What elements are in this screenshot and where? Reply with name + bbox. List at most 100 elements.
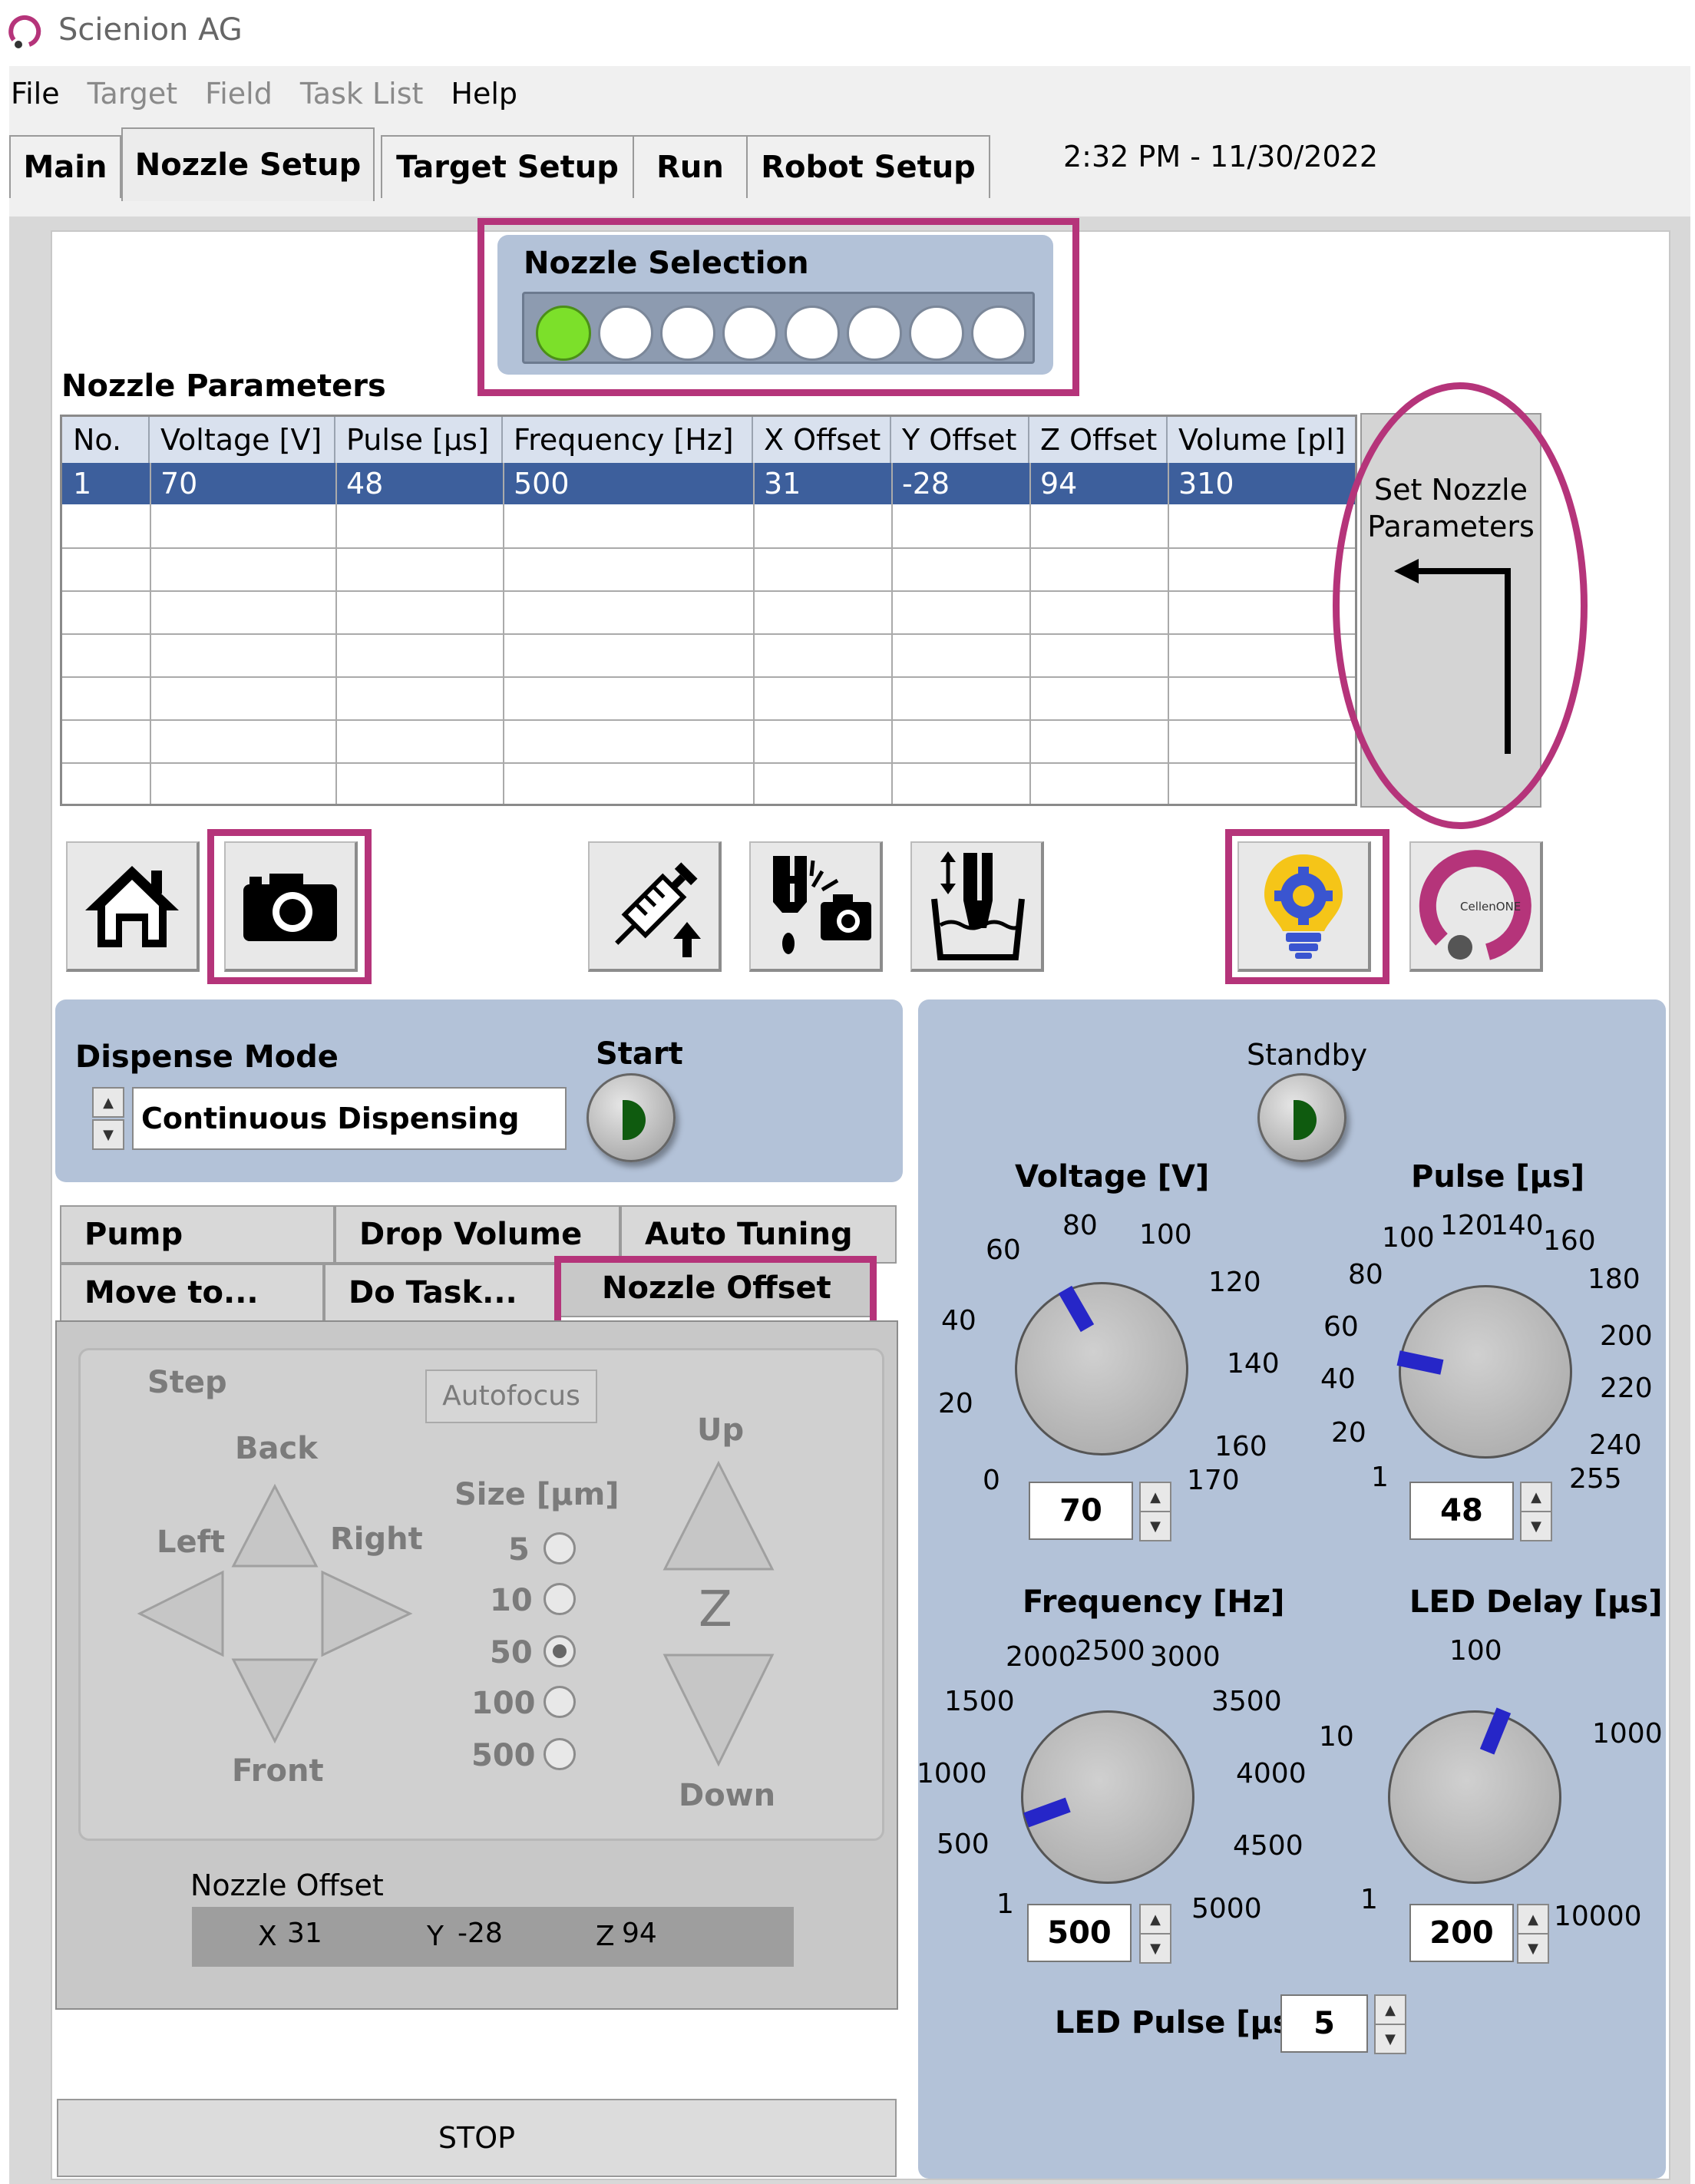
syringe-upload-button[interactable] bbox=[588, 841, 722, 972]
nozzle-6-button[interactable] bbox=[847, 306, 902, 361]
led-delay-tick: 10 bbox=[1319, 1721, 1354, 1753]
table-grid-line bbox=[753, 463, 755, 804]
subtab-auto-tuning[interactable]: Auto Tuning bbox=[620, 1205, 897, 1264]
led-pulse-value-field[interactable]: 5 bbox=[1280, 1994, 1368, 2053]
pulse-down-button[interactable]: ▼ bbox=[1520, 1511, 1552, 1541]
nozzle-4-button[interactable] bbox=[722, 306, 778, 361]
right-arrow-button[interactable] bbox=[321, 1570, 413, 1657]
nozzle-1-button[interactable] bbox=[536, 306, 591, 361]
nozzle-parameters-table[interactable]: No. Voltage [V] Pulse [µs] Frequency [Hz… bbox=[60, 415, 1357, 806]
subtab-pump[interactable]: Pump bbox=[60, 1205, 335, 1264]
size-500-radio[interactable] bbox=[544, 1738, 576, 1770]
tab-run[interactable]: Run bbox=[633, 135, 748, 198]
menu-field[interactable]: Field bbox=[205, 77, 273, 111]
led-delay-up-button[interactable]: ▲ bbox=[1517, 1904, 1549, 1935]
led-delay-knob[interactable] bbox=[1388, 1710, 1561, 1884]
tab-main[interactable]: Main bbox=[9, 135, 121, 198]
left-arrow-button[interactable] bbox=[137, 1570, 224, 1657]
home-button[interactable] bbox=[66, 841, 200, 972]
voltage-knob[interactable] bbox=[1015, 1282, 1188, 1455]
table-grid-line bbox=[62, 676, 1355, 678]
size-label: Size [µm] bbox=[454, 1477, 620, 1512]
down-arrow-button[interactable] bbox=[662, 1654, 775, 1767]
voltage-tick: 170 bbox=[1187, 1465, 1240, 1496]
highlight-nozzle-selection bbox=[477, 218, 1079, 396]
pulse-tick: 255 bbox=[1569, 1463, 1622, 1495]
autofocus-button[interactable]: Autofocus bbox=[425, 1370, 597, 1423]
cellenone-button[interactable]: CellenONE bbox=[1409, 841, 1543, 972]
menu-file[interactable]: File bbox=[11, 77, 60, 111]
dispense-mode-select[interactable]: Continuous Dispensing bbox=[132, 1087, 567, 1150]
frequency-down-button[interactable]: ▼ bbox=[1139, 1933, 1171, 1964]
front-arrow-button[interactable] bbox=[231, 1658, 319, 1744]
size-10-radio[interactable] bbox=[544, 1583, 576, 1615]
pulse-up-button[interactable]: ▲ bbox=[1520, 1482, 1552, 1512]
back-label: Back bbox=[235, 1431, 318, 1466]
up-arrow-button[interactable] bbox=[662, 1460, 775, 1571]
pulse-tick: 1 bbox=[1371, 1462, 1389, 1493]
start-button[interactable] bbox=[586, 1073, 676, 1162]
size-option-label: 500 bbox=[471, 1738, 536, 1773]
offset-x-label: X bbox=[258, 1921, 277, 1952]
offset-z-value: 94 bbox=[622, 1918, 657, 1949]
nozzle-wash-button[interactable] bbox=[910, 841, 1044, 972]
frequency-tick: 3000 bbox=[1150, 1641, 1221, 1673]
standby-button[interactable] bbox=[1257, 1073, 1346, 1162]
subtab-move-to[interactable]: Move to... bbox=[60, 1264, 324, 1322]
camera-button[interactable] bbox=[224, 841, 358, 972]
cellenone-icon: CellenONE bbox=[1419, 850, 1531, 960]
pulse-tick: 140 bbox=[1491, 1210, 1544, 1241]
table-row-selected[interactable] bbox=[62, 463, 1355, 504]
settings-bulb-button[interactable] bbox=[1237, 841, 1371, 972]
offset-y-value: -28 bbox=[458, 1918, 503, 1949]
nozzle-5-button[interactable] bbox=[785, 306, 840, 361]
subtab-nozzle-offset[interactable]: Nozzle Offset bbox=[559, 1259, 874, 1317]
table-grid-line bbox=[62, 719, 1355, 721]
tab-target-setup[interactable]: Target Setup bbox=[381, 135, 634, 198]
z-direction-pad bbox=[662, 1460, 775, 1767]
size-50-radio[interactable] bbox=[544, 1635, 576, 1667]
syringe-upload-icon bbox=[615, 862, 701, 957]
pulse-value-field[interactable]: 48 bbox=[1409, 1482, 1514, 1540]
start-label: Start bbox=[596, 1036, 683, 1072]
subtab-do-task[interactable]: Do Task... bbox=[324, 1264, 559, 1322]
nozzle-8-button[interactable] bbox=[971, 306, 1026, 361]
size-5-radio[interactable] bbox=[544, 1532, 576, 1564]
back-arrow-button[interactable] bbox=[231, 1483, 319, 1568]
tab-robot-setup[interactable]: Robot Setup bbox=[746, 135, 990, 198]
nozzle-3-button[interactable] bbox=[660, 306, 715, 361]
menu-bar: File Target Field Task List Help bbox=[9, 66, 1690, 121]
nozzle-7-button[interactable] bbox=[909, 306, 964, 361]
cell-voltage: 70 bbox=[160, 467, 198, 501]
dispense-mode-up-button[interactable]: ▲ bbox=[92, 1087, 124, 1118]
dispense-mode-down-button[interactable]: ▼ bbox=[92, 1119, 124, 1150]
menu-task-list[interactable]: Task List bbox=[299, 77, 424, 111]
voltage-up-button[interactable]: ▲ bbox=[1139, 1482, 1171, 1512]
size-option-label: 5 bbox=[508, 1532, 530, 1568]
pulse-tick: 220 bbox=[1600, 1373, 1653, 1404]
menu-help[interactable]: Help bbox=[451, 77, 518, 111]
frequency-up-button[interactable]: ▲ bbox=[1139, 1904, 1171, 1935]
pulse-tick: 180 bbox=[1588, 1264, 1640, 1295]
led-pulse-down-button[interactable]: ▼ bbox=[1374, 2024, 1406, 2054]
frequency-knob[interactable] bbox=[1021, 1710, 1194, 1884]
voltage-value-field[interactable]: 70 bbox=[1029, 1482, 1133, 1540]
subtab-drop-volume[interactable]: Drop Volume bbox=[335, 1205, 620, 1264]
size-100-radio[interactable] bbox=[544, 1686, 576, 1718]
title-bar: Scienion AG bbox=[0, 0, 1695, 63]
led-delay-value-field[interactable]: 200 bbox=[1409, 1904, 1514, 1962]
voltage-down-button[interactable]: ▼ bbox=[1139, 1511, 1171, 1541]
menu-target[interactable]: Target bbox=[87, 77, 178, 111]
offset-x-value: 31 bbox=[287, 1918, 322, 1949]
nozzle-camera-button[interactable] bbox=[749, 841, 883, 972]
stop-button[interactable]: STOP bbox=[57, 2099, 897, 2177]
voltage-tick: 60 bbox=[986, 1234, 1021, 1266]
led-delay-tick: 100 bbox=[1449, 1635, 1502, 1667]
led-pulse-up-button[interactable]: ▲ bbox=[1374, 1994, 1406, 2025]
column-header-no: No. bbox=[62, 417, 150, 463]
frequency-value-field[interactable]: 500 bbox=[1027, 1904, 1132, 1962]
nozzle-2-button[interactable] bbox=[598, 306, 653, 361]
pulse-knob[interactable] bbox=[1399, 1285, 1572, 1459]
tab-nozzle-setup[interactable]: Nozzle Setup bbox=[121, 127, 375, 201]
led-delay-down-button[interactable]: ▼ bbox=[1517, 1933, 1549, 1964]
